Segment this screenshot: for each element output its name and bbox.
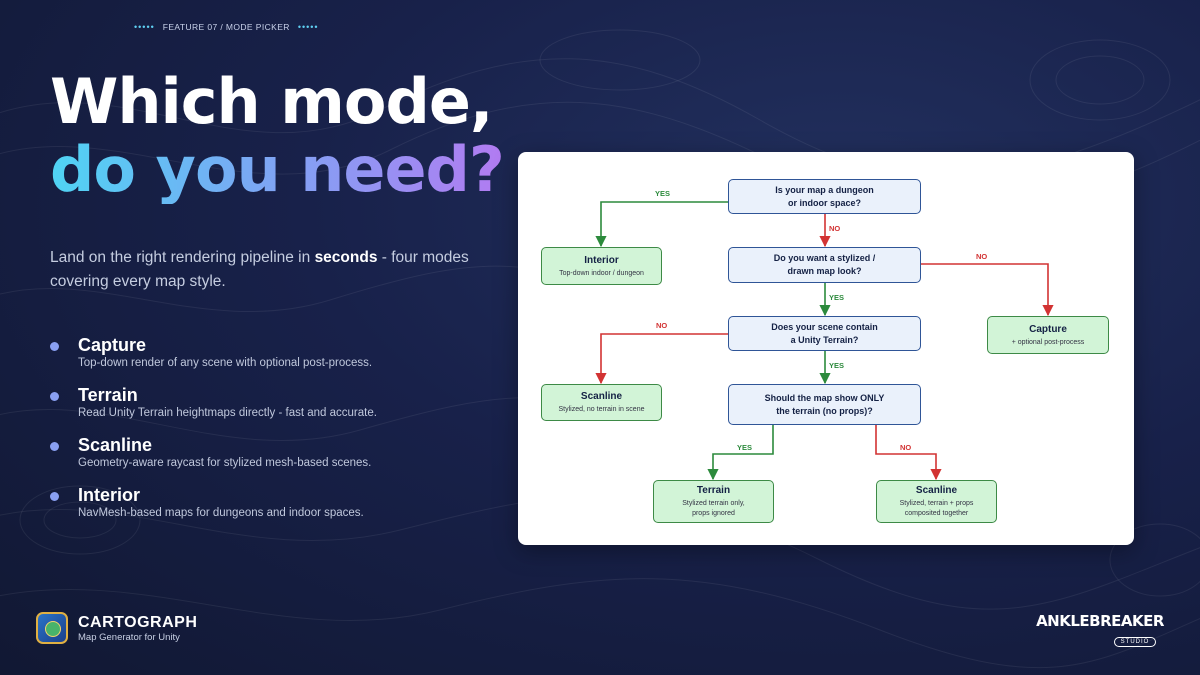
edge-label-yes: YES bbox=[655, 189, 671, 198]
result-subtitle: Top-down indoor / dungeon bbox=[559, 269, 644, 277]
brand-name: CARTOGRAPH bbox=[78, 613, 198, 631]
result-subtitle: Stylized terrain only, props ignored bbox=[682, 500, 745, 517]
question-text: Is your map a dungeon or indoor space? bbox=[775, 184, 874, 208]
mode-name: Interior bbox=[78, 485, 141, 505]
edge-label-no: NO bbox=[900, 443, 912, 452]
eyebrow-dots-right: ••••• bbox=[297, 22, 319, 32]
bullet-icon bbox=[50, 442, 59, 451]
studio-subtitle: STUDIO bbox=[1113, 637, 1157, 647]
edge-q4-terrain bbox=[707, 425, 774, 481]
mode-desc: Geometry-aware raycast for stylized mesh… bbox=[78, 457, 372, 469]
headline-line-1: Which mode, bbox=[50, 65, 493, 138]
flowchart-card: YES NO NO YES NO YES YES NO Is your map … bbox=[518, 152, 1134, 545]
eyebrow-label: FEATURE 07 / MODE PICKER bbox=[162, 22, 290, 32]
result-node-scanline-terrain-props: Scanline Stylized, terrain + props compo… bbox=[876, 480, 997, 523]
question-text: Do you want a stylized / drawn map look? bbox=[773, 253, 876, 276]
result-title: Scanline bbox=[580, 391, 623, 402]
result-subtitle: Stylized, terrain + props composited tog… bbox=[899, 500, 974, 517]
result-title: Terrain bbox=[696, 485, 731, 496]
question-node-stylized: Do you want a stylized / drawn map look? bbox=[728, 247, 921, 283]
mode-desc: Read Unity Terrain heightmaps directly -… bbox=[78, 407, 377, 419]
edge-q4-scanline bbox=[875, 425, 942, 481]
bullet-icon bbox=[50, 492, 59, 501]
flowchart-connectors bbox=[595, 201, 1054, 481]
eyebrow: ••••• FEATURE 07 / MODE PICKER ••••• bbox=[134, 20, 319, 34]
edge-label-no: NO bbox=[976, 252, 988, 261]
result-title: Interior bbox=[584, 254, 619, 266]
question-node-dungeon: Is your map a dungeon or indoor space? bbox=[728, 179, 921, 214]
result-node-capture: Capture + optional post-process bbox=[987, 316, 1109, 354]
mode-item-scanline: Scanline Geometry-aware raycast for styl… bbox=[50, 434, 490, 484]
result-node-terrain: Terrain Stylized terrain only, props ign… bbox=[653, 480, 774, 523]
question-node-terrain-only: Should the map show ONLY the terrain (no… bbox=[728, 384, 921, 425]
mode-item-capture: Capture Top-down render of any scene wit… bbox=[50, 334, 490, 384]
mode-name: Capture bbox=[78, 335, 147, 355]
mode-name: Terrain bbox=[78, 385, 138, 405]
result-node-interior: Interior Top-down indoor / dungeon bbox=[541, 247, 662, 285]
bullet-icon bbox=[50, 392, 59, 401]
headline: Which mode, do you need? bbox=[50, 65, 505, 206]
result-title: Capture bbox=[1029, 323, 1067, 335]
question-text: Does your scene contain a Unity Terrain? bbox=[771, 321, 878, 345]
edge-label-yes: YES bbox=[737, 443, 753, 452]
mode-item-interior: Interior NavMesh-based maps for dungeons… bbox=[50, 484, 490, 534]
bullet-icon bbox=[50, 342, 59, 351]
question-node-unity-terrain: Does your scene contain a Unity Terrain? bbox=[728, 316, 921, 351]
cartograph-logo-icon bbox=[36, 612, 68, 644]
mode-desc: Top-down render of any scene with option… bbox=[78, 357, 373, 369]
result-subtitle: Stylized, no terrain in scene bbox=[558, 406, 645, 413]
edge-label-yes: YES bbox=[829, 293, 845, 302]
edge-q2-capture bbox=[921, 263, 1054, 317]
mode-list: Capture Top-down render of any scene wit… bbox=[50, 334, 490, 534]
edge-label-yes: YES bbox=[829, 361, 845, 370]
mode-desc: NavMesh-based maps for dungeons and indo… bbox=[78, 507, 364, 519]
result-title: Scanline bbox=[915, 485, 958, 496]
headline-line-2: do you need? bbox=[50, 133, 505, 206]
studio-logo: ANKLEBREAKER STUDIO bbox=[1030, 612, 1170, 648]
result-node-scanline-no-terrain: Scanline Stylized, no terrain in scene bbox=[541, 384, 662, 421]
brand-text: CARTOGRAPH Map Generator for Unity bbox=[78, 614, 197, 643]
edge-q1-interior bbox=[595, 201, 728, 248]
intro-before: Land on the right rendering pipeline in bbox=[50, 249, 315, 266]
question-text: Should the map show ONLY the terrain (no… bbox=[764, 392, 885, 416]
intro-bold: seconds bbox=[314, 249, 378, 266]
brand-footer: CARTOGRAPH Map Generator for Unity bbox=[36, 612, 197, 644]
intro-after: - four modes covering every map style. bbox=[50, 249, 469, 290]
intro-text: Land on the right rendering pipeline in … bbox=[50, 246, 500, 294]
edge-label-no: NO bbox=[829, 224, 841, 233]
result-subtitle: + optional post-process bbox=[1011, 338, 1085, 346]
edge-label-no: NO bbox=[656, 321, 668, 330]
eyebrow-dots-left: ••••• bbox=[134, 22, 155, 32]
brand-subtitle: Map Generator for Unity bbox=[78, 631, 180, 643]
edge-q3-scanline bbox=[595, 333, 728, 385]
mode-item-terrain: Terrain Read Unity Terrain heightmaps di… bbox=[50, 384, 490, 434]
mode-name: Scanline bbox=[78, 435, 153, 455]
studio-name: ANKLEBREAKER bbox=[1036, 612, 1164, 630]
